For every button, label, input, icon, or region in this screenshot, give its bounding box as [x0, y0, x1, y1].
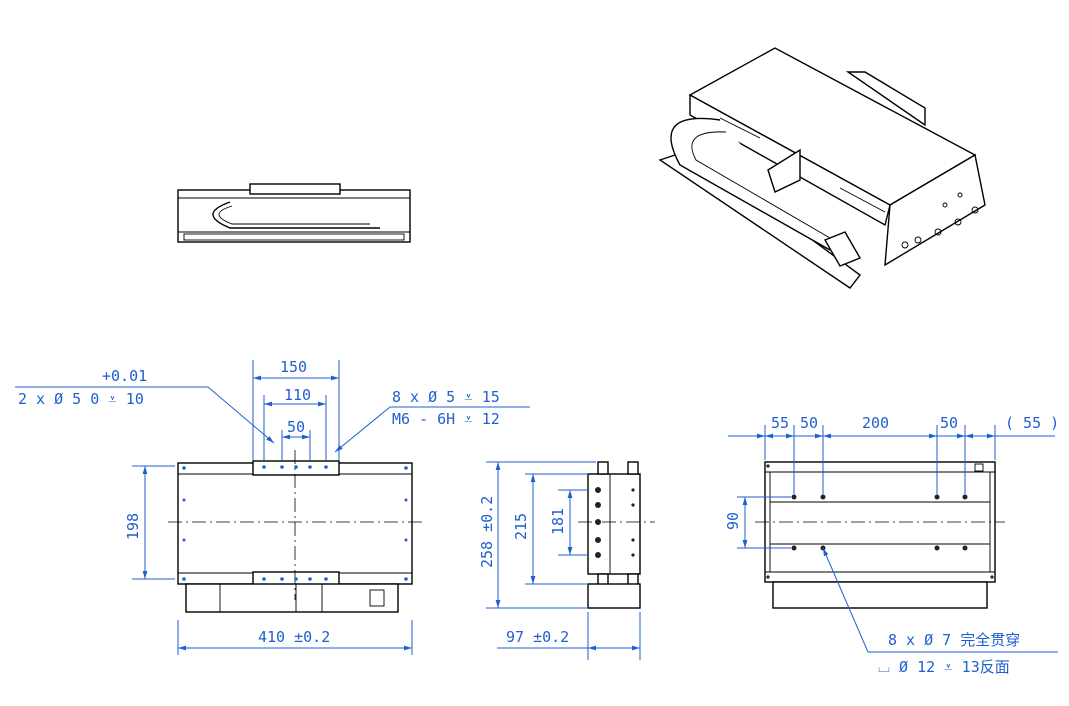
end-view — [578, 461, 655, 609]
dim-410: 410 ±0.2 — [258, 628, 330, 646]
side-view-small — [177, 183, 411, 243]
dim-258: 258 ±0.2 — [478, 496, 496, 568]
dim-55a: 55 — [771, 414, 789, 432]
dim-150: 150 — [280, 358, 307, 376]
top-view — [168, 450, 422, 613]
dim-50a: 50 — [800, 414, 818, 432]
dim-50b: 50 — [940, 414, 958, 432]
dim-hole-right-2: M6 - 6H ⩡ 12 — [392, 410, 500, 428]
end-view-dimensions: 258 ±0.2 215 181 97 ±0.2 — [478, 461, 641, 660]
dim-hole-right-1: 8 x Ø 5 ⩡ 15 — [392, 388, 500, 406]
dim-110: 110 — [284, 386, 311, 404]
dim-198: 198 — [124, 513, 142, 540]
dim-215: 215 — [512, 513, 530, 540]
dim-50: 50 — [287, 418, 305, 436]
dim-90: 90 — [724, 512, 742, 530]
dim-55b: ( 55 ) — [1005, 414, 1059, 432]
dim-97: 97 ±0.2 — [506, 628, 569, 646]
dim-181: 181 — [549, 508, 567, 535]
dim-hole-left: 2 x Ø 5 0 ⩡ 10 — [18, 390, 144, 408]
bottom-view-dimensions: 55 50 200 50 ( 55 ) 90 8 x Ø 7 完全贯穿 ⌴ Ø … — [724, 414, 1059, 676]
dim-200: 200 — [862, 414, 889, 432]
bottom-view — [755, 461, 1005, 609]
top-view-dimensions: 150 110 50 +0.01 2 x Ø 5 0 ⩡ 10 8 x Ø 5 … — [15, 358, 530, 655]
isometric-view — [658, 47, 986, 289]
note-thru-holes: 8 x Ø 7 完全贯穿 — [888, 631, 1020, 649]
note-cbore: ⌴ Ø 12 ⩡ 13反面 — [878, 658, 1010, 676]
dim-tol-plus: +0.01 — [102, 367, 147, 385]
